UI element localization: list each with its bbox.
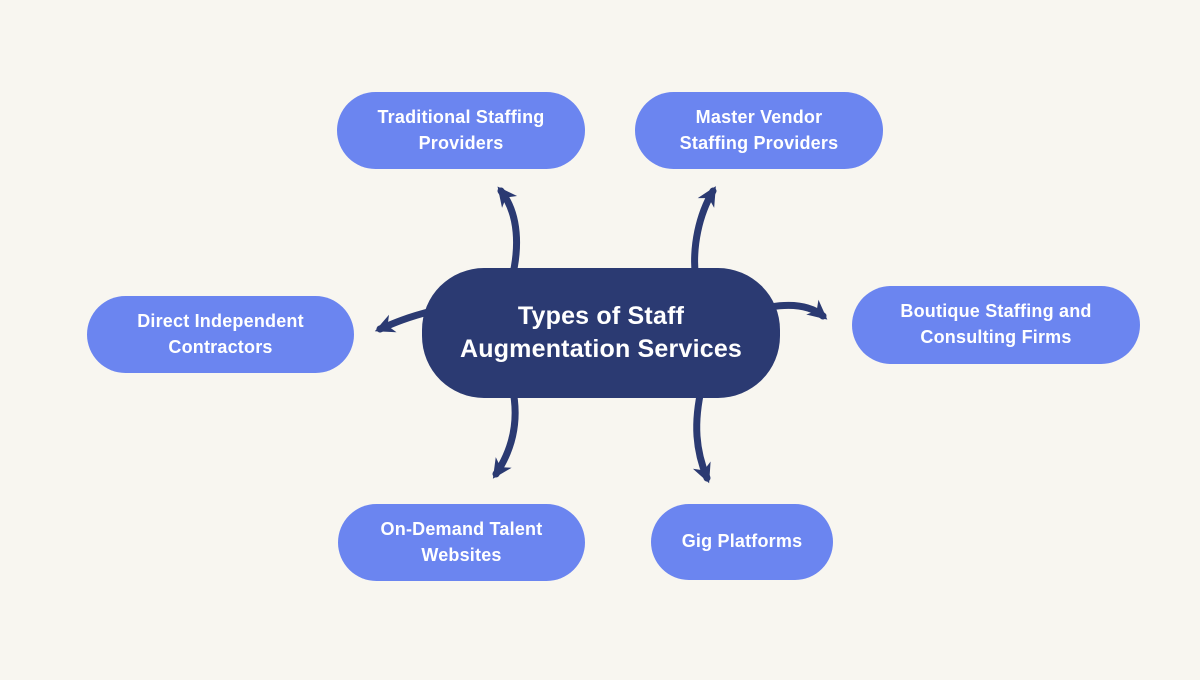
- node-direct-independent-contractors: Direct Independent Contractors: [87, 296, 354, 373]
- node-traditional-staffing-providers: Traditional Staffing Providers: [337, 92, 585, 169]
- node-gig-platforms: Gig Platforms: [651, 504, 833, 580]
- arrow-to-boutique-staffing: [766, 299, 828, 320]
- center-node-title: Types of Staff Augmentation Services: [422, 268, 780, 398]
- node-on-demand-talent-websites: On-Demand Talent Websites: [338, 504, 585, 581]
- arrow-to-on-demand-talent: [492, 382, 519, 479]
- node-master-vendor-staffing-providers: Master Vendor Staffing Providers: [635, 92, 883, 169]
- arrow-to-gig-platforms: [692, 382, 711, 484]
- node-boutique-staffing-consulting-firms: Boutique Staffing and Consulting Firms: [852, 286, 1140, 364]
